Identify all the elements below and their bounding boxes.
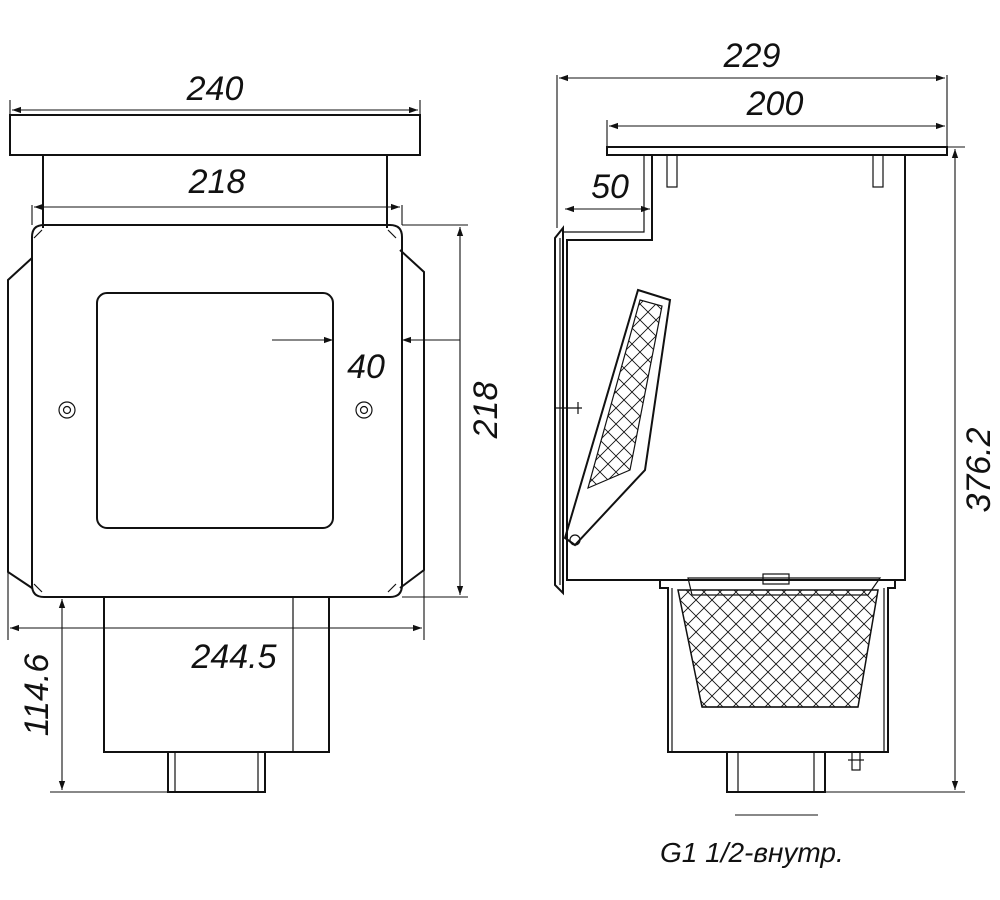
- side-top-plate: [606, 146, 948, 156]
- dim-front-opening-offset: 40: [272, 336, 460, 386]
- dim-label: 200: [746, 85, 804, 123]
- side-body: [566, 155, 906, 581]
- weir-flap: [563, 288, 672, 547]
- drain-fitting-icon: [848, 751, 864, 771]
- side-top-stub: [666, 154, 678, 188]
- side-front-flange: [554, 225, 564, 596]
- thread-note: G1 1/2-внутр.: [660, 837, 844, 868]
- dim-front-body-width: 244.5: [7, 570, 425, 676]
- screw-icon: [58, 401, 76, 419]
- dim-label: 376.2: [960, 427, 998, 512]
- dim-front-lower-height: 114.6: [18, 596, 168, 793]
- screw-icon: [355, 401, 373, 419]
- front-right-wing: [399, 249, 425, 589]
- front-left-wing: [7, 257, 33, 589]
- dim-label: 244.5: [190, 638, 276, 676]
- dim-label: 240: [186, 70, 244, 108]
- front-view: 240 218 40 218 244.5 114.: [7, 70, 505, 793]
- dim-front-top-width: 240: [9, 70, 421, 115]
- front-outlet-pipe: [167, 751, 266, 793]
- front-corner-marks: [33, 229, 397, 593]
- dim-side-top-width: 200: [606, 85, 945, 147]
- dim-front-face-height: 218: [402, 224, 505, 598]
- dim-label: 229: [723, 37, 781, 75]
- thread-callout: G1 1/2-внутр.: [660, 814, 844, 868]
- front-faceplate: [31, 224, 403, 598]
- dim-label: 218: [188, 163, 246, 201]
- side-outlet-pipe: [726, 751, 826, 793]
- basket-housing: [659, 573, 896, 753]
- dim-side-total-width: 229: [556, 37, 948, 228]
- front-neck: [42, 155, 388, 228]
- side-view: 229 200 50 376.2 G1 1/2-внутр.: [554, 37, 998, 868]
- front-opening: [96, 292, 334, 529]
- dim-label: 40: [347, 348, 385, 386]
- dim-label: 50: [591, 168, 629, 206]
- dim-side-weir-depth: 50: [565, 168, 650, 213]
- dim-front-flange-width: 218: [31, 163, 403, 225]
- front-top-plate: [9, 114, 421, 156]
- dim-side-total-height: 376.2: [825, 146, 998, 793]
- dim-label: 114.6: [18, 654, 56, 737]
- dim-label: 218: [467, 382, 505, 440]
- side-top-stub: [872, 154, 884, 188]
